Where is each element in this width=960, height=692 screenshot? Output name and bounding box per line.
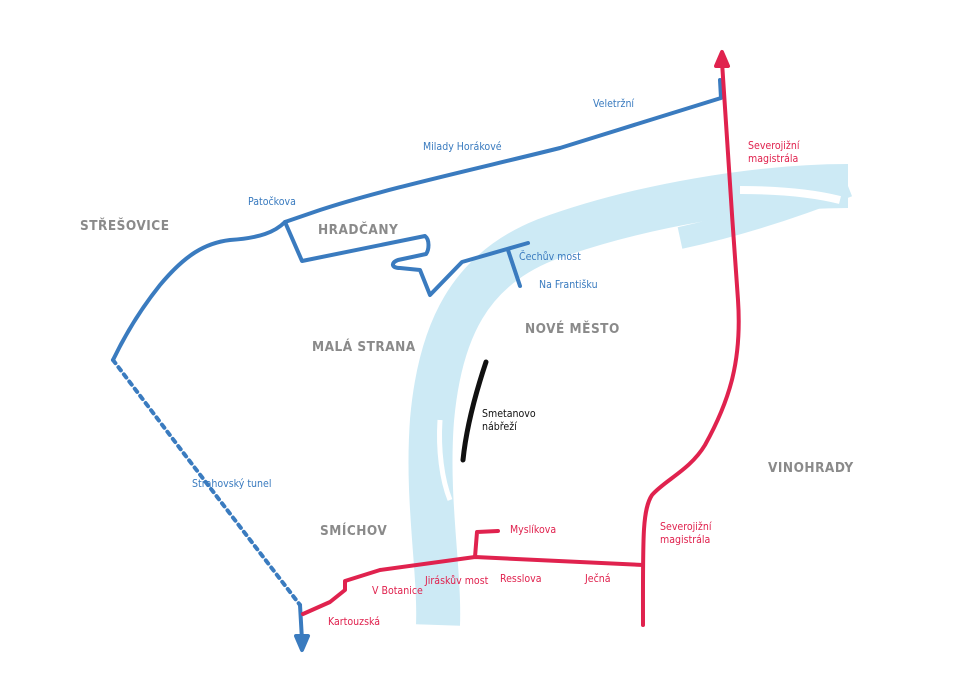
district-smichov: SMÍCHOV (320, 523, 388, 539)
district-nove-mesto: NOVÉ MĚSTO (525, 321, 620, 337)
label-strahovsky-tunel: Strahovský tunel (192, 478, 272, 490)
label-jecna: Ječná (585, 573, 611, 585)
smetanovo-nabrezi-segment (460, 359, 489, 463)
vltava-river (408, 164, 853, 626)
district-vinohrady: VINOHRADY (768, 460, 854, 476)
label-kartouzska: Kartouzská (328, 616, 381, 628)
label-veletrzni: Veletržní (593, 98, 635, 110)
blue-route (111, 78, 723, 652)
district-mala-strana: MALÁ STRANA (312, 339, 416, 355)
red-route (301, 50, 741, 627)
label-na-frantisku: Na Františku (539, 279, 598, 291)
label-patockova: Patočkova (248, 196, 296, 208)
district-strešovice: STŘEŠOVICE (80, 218, 170, 234)
label-jiraskuv-most: Jiráskův most (425, 575, 489, 587)
label-severojizni-magistrala-south: Severojižní magistrála (660, 521, 712, 546)
district-hradcany: HRADČANY (318, 222, 399, 238)
label-smetanovo-nabrezi: Smetanovo nábřeží (482, 408, 536, 433)
label-v-botanice: V Botanice (372, 585, 423, 597)
label-milady-horakove: Milady Horákové (423, 141, 502, 153)
label-severojizni-magistrala-north: Severojižní magistrála (748, 140, 800, 165)
label-myslikova: Myslíkova (510, 524, 557, 536)
label-resslova: Resslova (500, 573, 542, 585)
label-cechuv-most: Čechův most (519, 251, 581, 263)
